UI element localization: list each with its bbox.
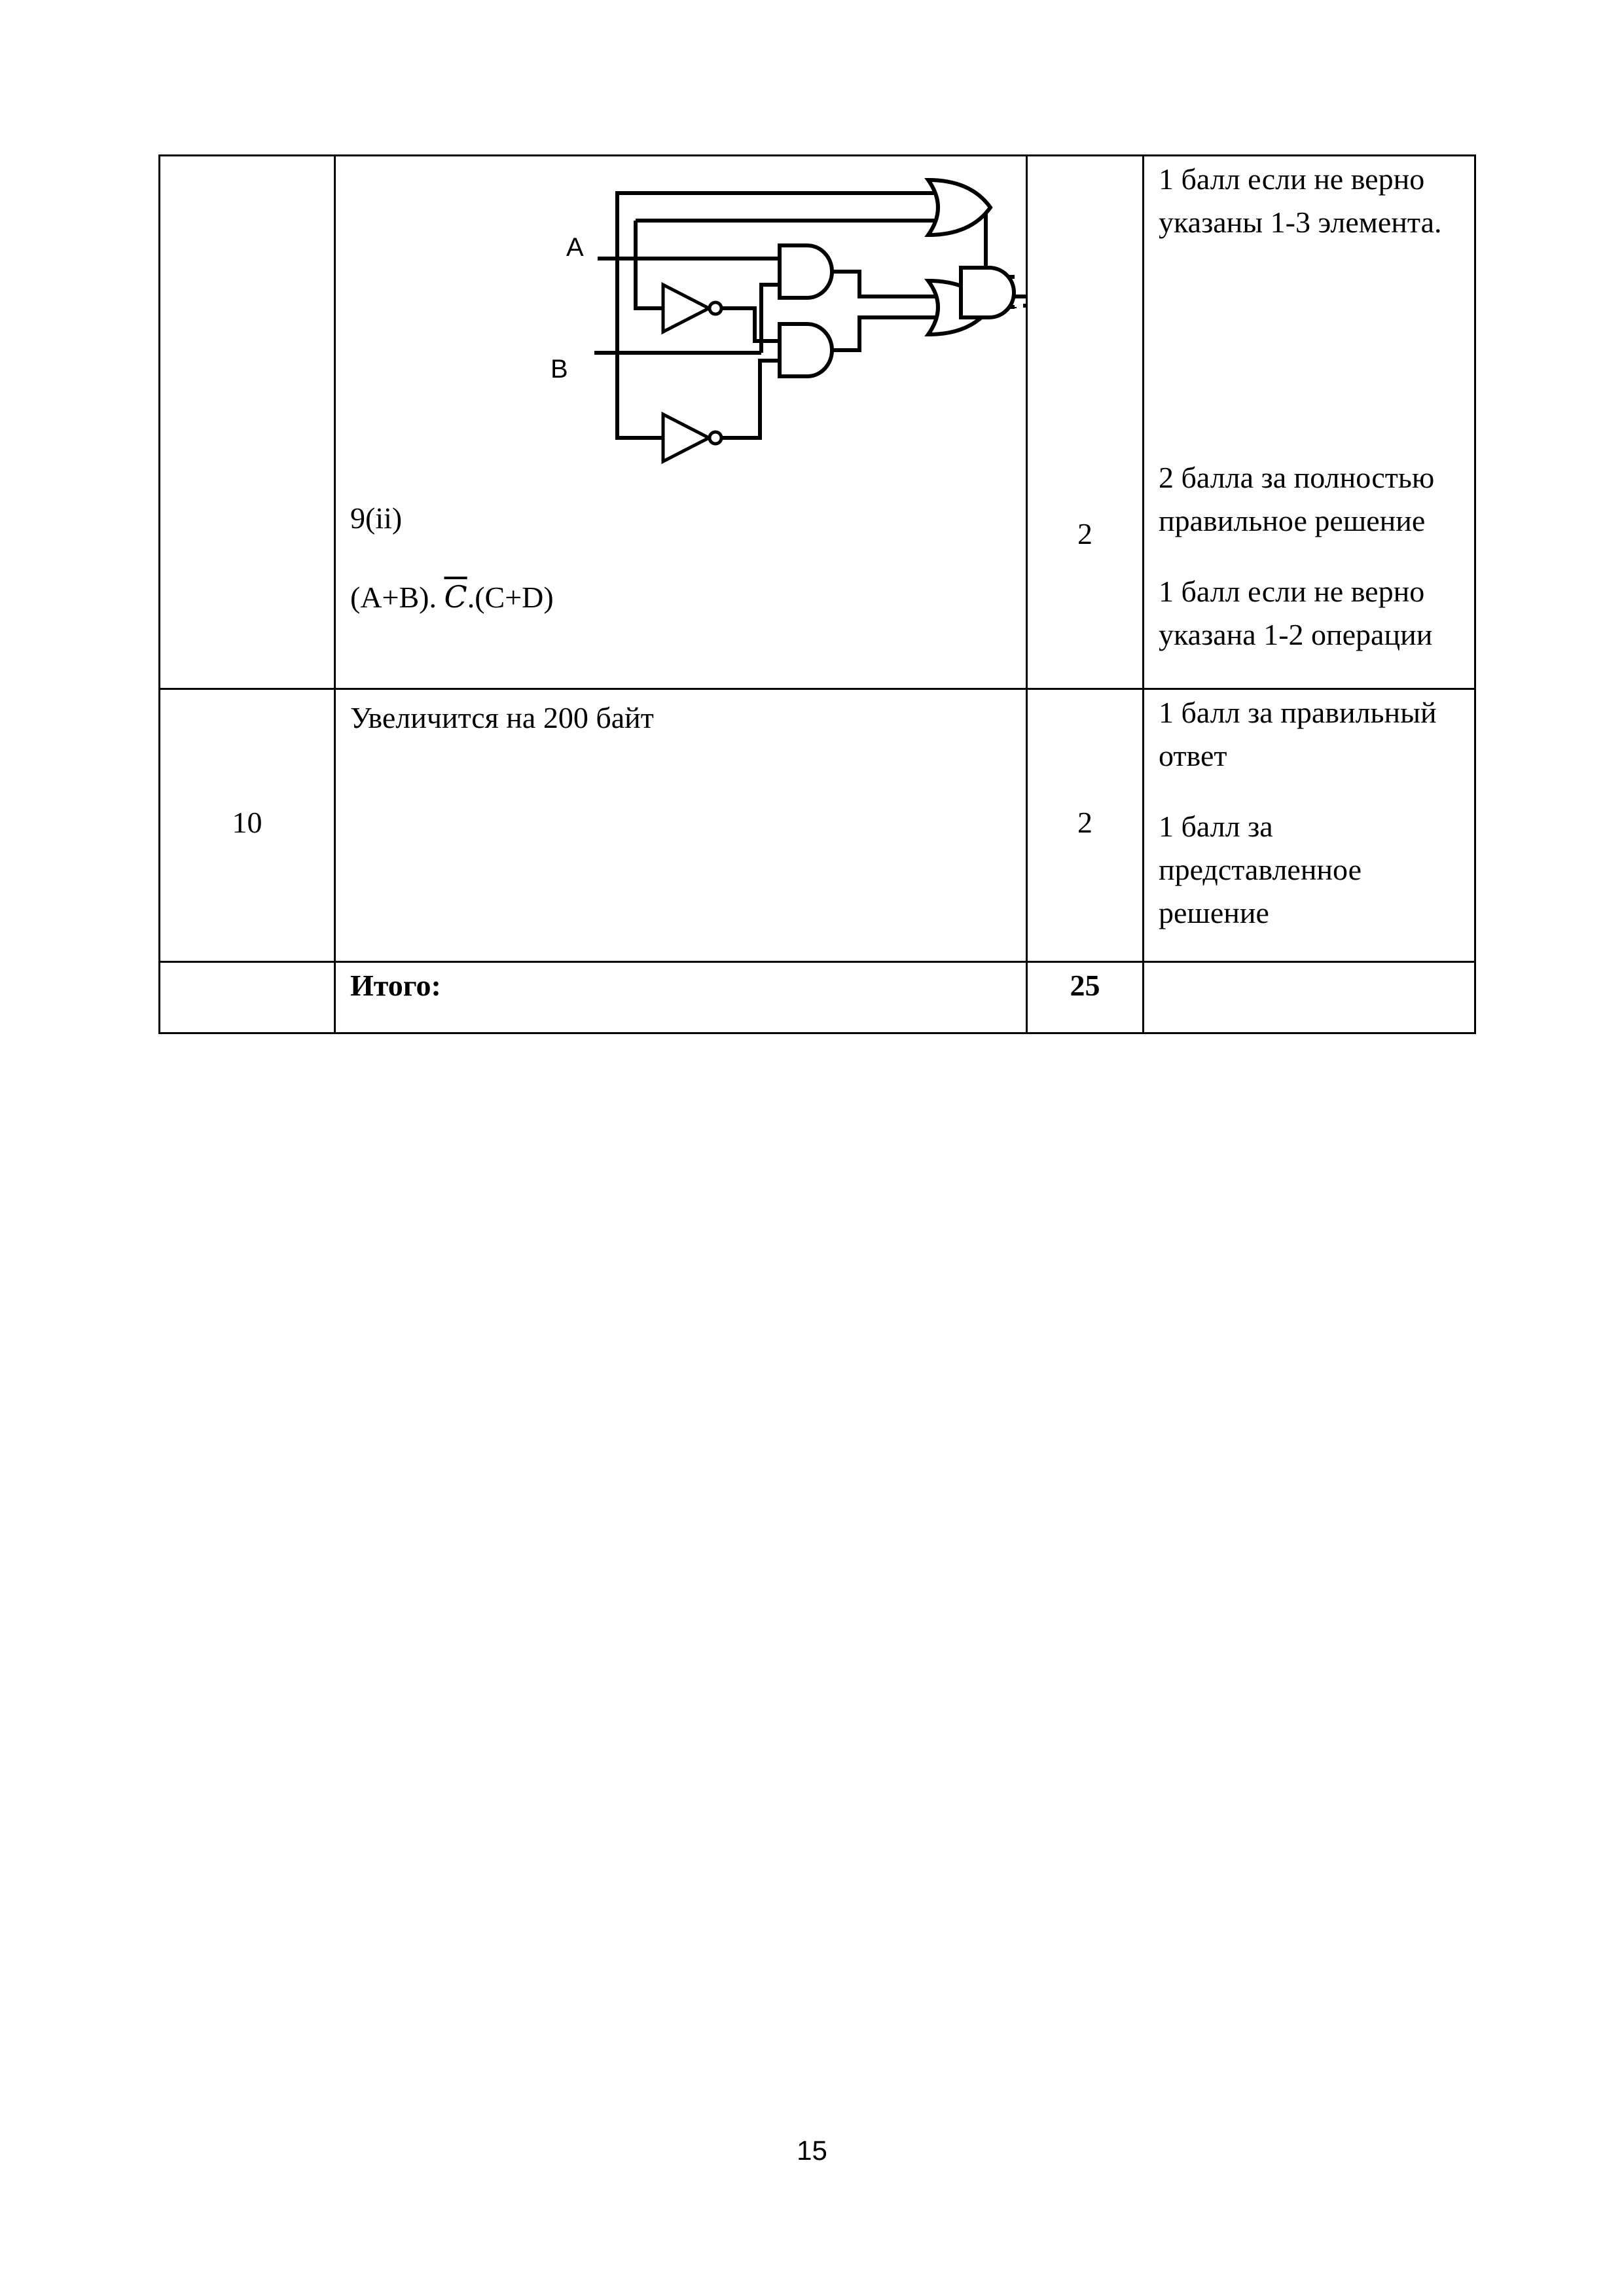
row9-number-cell — [158, 154, 336, 690]
input-a-label: A — [566, 233, 584, 262]
row9-note-1: 1 балл если не верно указаны 1-3 элемент… — [1159, 162, 1442, 239]
row10-answer: Увеличится на 200 байт — [350, 701, 654, 734]
question-label: 9(ii) — [350, 501, 403, 535]
total-label: Итого: — [350, 969, 441, 1002]
page-number: 15 — [797, 2135, 827, 2166]
row9-points: 2 — [1077, 517, 1092, 550]
row10-note-2: 1 балл за представленное решение — [1159, 810, 1362, 929]
input-b-label: B — [550, 355, 568, 384]
table-row: A B 9(ii) (A+B). C.(C+D) 2 1 балл если н… — [158, 154, 1476, 690]
expr-prefix: (A+B). — [350, 581, 444, 614]
logic-circuit-diagram: A B — [550, 177, 1028, 465]
row9-points-cell: 2 — [1026, 154, 1144, 690]
row9-notes-cell: 1 балл если не верно указаны 1-3 элемент… — [1142, 154, 1476, 690]
row10-points: 2 — [1077, 806, 1092, 839]
row10-notes-cell: 1 балл за правильный ответ 1 балл за пре… — [1142, 688, 1476, 963]
total-empty-cell — [158, 961, 336, 1034]
table-row: Итого: 25 — [158, 961, 1476, 1034]
boolean-expression: (A+B). C.(C+D) — [350, 575, 554, 619]
total-notes-cell — [1142, 961, 1476, 1034]
row9-note-3: 1 балл если не верно указана 1-2 операци… — [1159, 575, 1433, 651]
row10-number: 10 — [232, 806, 262, 839]
row10-note-1: 1 балл за правильный ответ — [1159, 696, 1437, 772]
total-points: 25 — [1070, 969, 1100, 1002]
row9-answer-cell: A B 9(ii) (A+B). C.(C+D) — [334, 154, 1028, 690]
row10-points-cell: 2 — [1026, 688, 1144, 963]
row9-note-2: 2 балла за полностью правильное решение — [1159, 461, 1435, 537]
grading-table: A B 9(ii) (A+B). C.(C+D) 2 1 балл если н… — [158, 154, 1476, 1034]
total-label-cell: Итого: — [334, 961, 1028, 1034]
expr-c-inverted: C — [444, 579, 467, 615]
expr-suffix: .(C+D) — [467, 581, 554, 614]
total-points-cell: 25 — [1026, 961, 1144, 1034]
table-row: 10 Увеличится на 200 байт 2 1 балл за пр… — [158, 688, 1476, 963]
row10-answer-cell: Увеличится на 200 байт — [334, 688, 1028, 963]
row10-number-cell: 10 — [158, 688, 336, 963]
